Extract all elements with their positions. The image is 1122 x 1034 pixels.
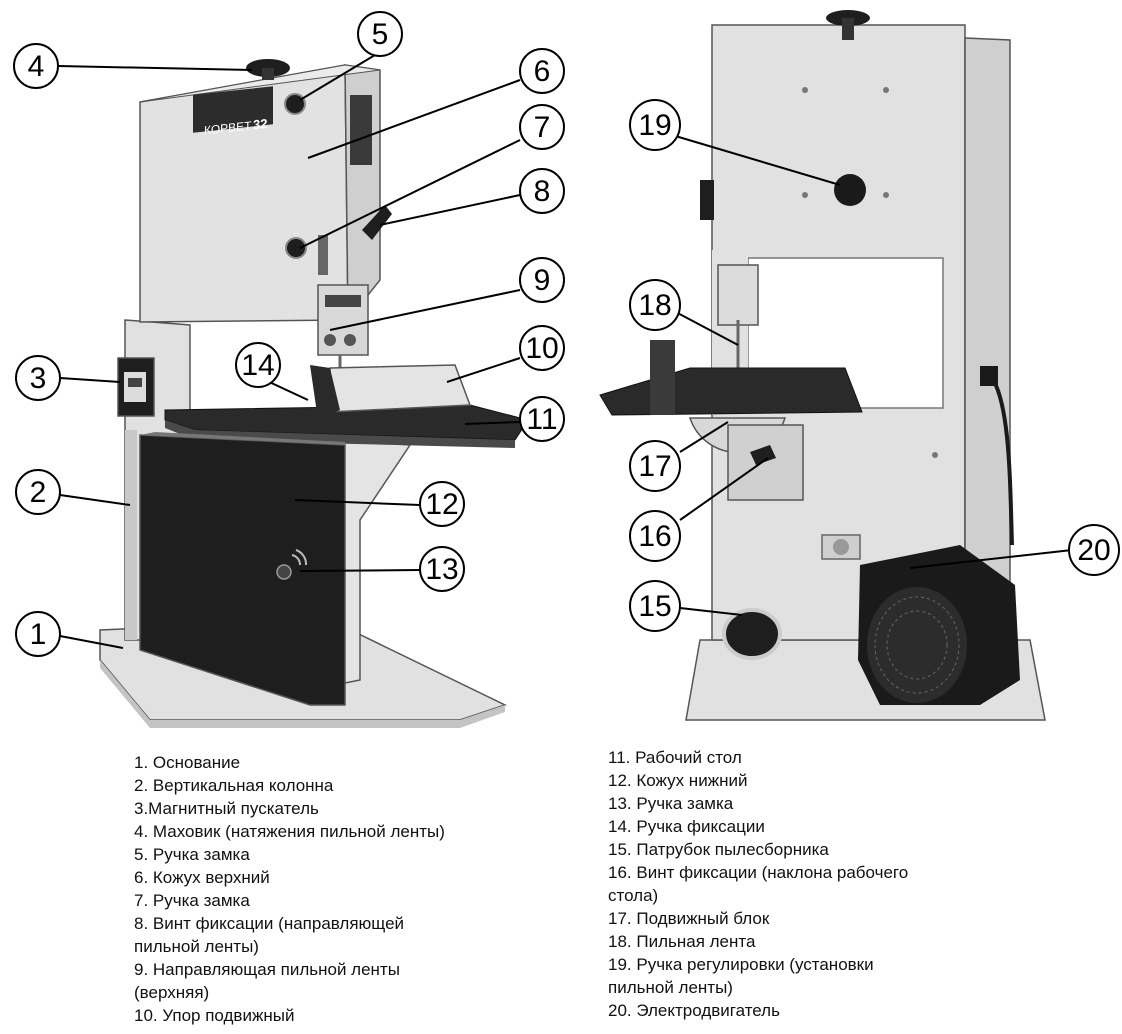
- callout-8-label: 8: [534, 175, 551, 208]
- callout-12-label: 12: [425, 488, 458, 521]
- callout-4-label: 4: [28, 50, 45, 83]
- callout-1: 1: [15, 611, 61, 657]
- legend-item: 8. Винт фиксации (направляющей: [134, 914, 405, 933]
- callout-2-label: 2: [30, 476, 47, 509]
- callout-15-label: 15: [638, 590, 671, 623]
- brand-plate: [193, 86, 273, 133]
- lower-lock-knob: [276, 564, 292, 580]
- legend-item: 11. Рабочий стол: [608, 748, 742, 767]
- legend-item: стола): [608, 886, 659, 905]
- legend-item: 6. Кожух верхний: [134, 868, 270, 887]
- callout-1-label: 1: [30, 618, 47, 651]
- machine-diagram: КОРВЕТ 32: [13, 10, 1120, 728]
- left-machine-photo: КОРВЕТ 32: [99, 59, 529, 728]
- callout-19: 19: [629, 99, 681, 151]
- callout-14: 14: [235, 342, 281, 388]
- callout-20: 20: [1068, 524, 1120, 576]
- legend-item: 7. Ручка замка: [134, 891, 250, 910]
- legend-item: 12. Кожух нижний: [608, 771, 748, 790]
- movable-fence: [329, 364, 472, 413]
- work-table-right: [599, 367, 863, 416]
- callouts-right: [671, 134, 1073, 616]
- legend-item: 5. Ручка замка: [134, 845, 250, 864]
- callout-6-label: 6: [534, 55, 551, 88]
- callout-12: 12: [419, 481, 465, 527]
- legend-item: (верхняя): [134, 983, 210, 1002]
- legend-item: 4. Маховик (натяжения пильной ленты): [134, 822, 445, 841]
- legend-item: 1. Основание: [134, 753, 241, 772]
- dust-port: [722, 608, 782, 660]
- callout-10: 10: [519, 325, 565, 371]
- legend-item: 19. Ручка регулировки (установки: [608, 955, 874, 974]
- callout-16: 16: [629, 510, 681, 562]
- fixation-handle: [310, 365, 340, 420]
- callout-17: 17: [629, 440, 681, 492]
- callout-7-label: 7: [534, 111, 551, 144]
- callout-3: 3: [15, 355, 61, 401]
- legend-item: 20. Электродвигатель: [608, 1001, 780, 1020]
- callout-19-label: 19: [638, 109, 671, 142]
- callout-markers-right: 19 18 17 16 15 20: [629, 99, 1120, 632]
- callout-18: 18: [629, 279, 681, 331]
- callout-18-label: 18: [638, 289, 671, 322]
- callout-9-label: 9: [534, 264, 551, 297]
- lower-cover: [139, 434, 346, 706]
- callout-4: 4: [13, 43, 59, 89]
- callout-13: 13: [419, 546, 465, 592]
- legend-item: 2. Вертикальная колонна: [134, 776, 334, 795]
- callout-15: 15: [629, 580, 681, 632]
- callout-5: 5: [357, 11, 403, 57]
- callout-11: 11: [519, 396, 565, 442]
- callouts-left: [57, 51, 521, 649]
- callout-20-label: 20: [1077, 534, 1110, 567]
- legend-item: 14. Ручка фиксации: [608, 817, 765, 836]
- callout-markers-left: 4 5 6 7 8 9 10 11: [13, 11, 565, 657]
- legend-item: 10. Упор подвижный: [134, 1006, 295, 1025]
- callout-9: 9: [519, 257, 565, 303]
- legend-item: 16. Винт фиксации (наклона рабочего: [608, 863, 909, 882]
- model-number: 32: [253, 116, 267, 132]
- legend-item: пильной ленты): [134, 937, 259, 956]
- legend-left: 1. Основание 2. Вертикальная колонна 3.М…: [134, 751, 554, 1027]
- legend-item: 17. Подвижный блок: [608, 909, 770, 928]
- callout-13-label: 13: [425, 553, 458, 586]
- upper-lock-knob: [284, 93, 306, 115]
- callout-17-label: 17: [638, 450, 671, 483]
- callout-11-label: 11: [526, 403, 557, 436]
- tracking-knob: [834, 174, 866, 206]
- legend-item: 18. Пильная лента: [608, 932, 756, 951]
- legend-item: 9. Направляющая пильной ленты: [134, 960, 400, 979]
- callout-14-label: 14: [241, 349, 274, 382]
- middle-lock-knob: [285, 237, 307, 259]
- callout-2: 2: [15, 469, 61, 515]
- callout-3-label: 3: [30, 362, 47, 395]
- callout-10-label: 10: [525, 332, 558, 365]
- right-machine-photo: [599, 10, 1046, 721]
- brand-label: КОРВЕТ: [204, 119, 252, 138]
- guide-fixing-screw: [362, 205, 392, 240]
- legend-item: пильной ленты): [608, 978, 733, 997]
- legend-right: 11. Рабочий стол 12. Кожух нижний 13. Ру…: [608, 746, 1028, 1022]
- callout-16-label: 16: [638, 520, 671, 553]
- legend-item: 3.Магнитный пускатель: [134, 799, 319, 818]
- callout-6: 6: [519, 48, 565, 94]
- legend-item: 13. Ручка замка: [608, 794, 734, 813]
- tilt-fixing-screw: [750, 445, 776, 465]
- callout-5-label: 5: [372, 18, 389, 51]
- callout-8: 8: [519, 168, 565, 214]
- legend-item: 15. Патрубок пылесборника: [608, 840, 829, 859]
- callout-7: 7: [519, 104, 565, 150]
